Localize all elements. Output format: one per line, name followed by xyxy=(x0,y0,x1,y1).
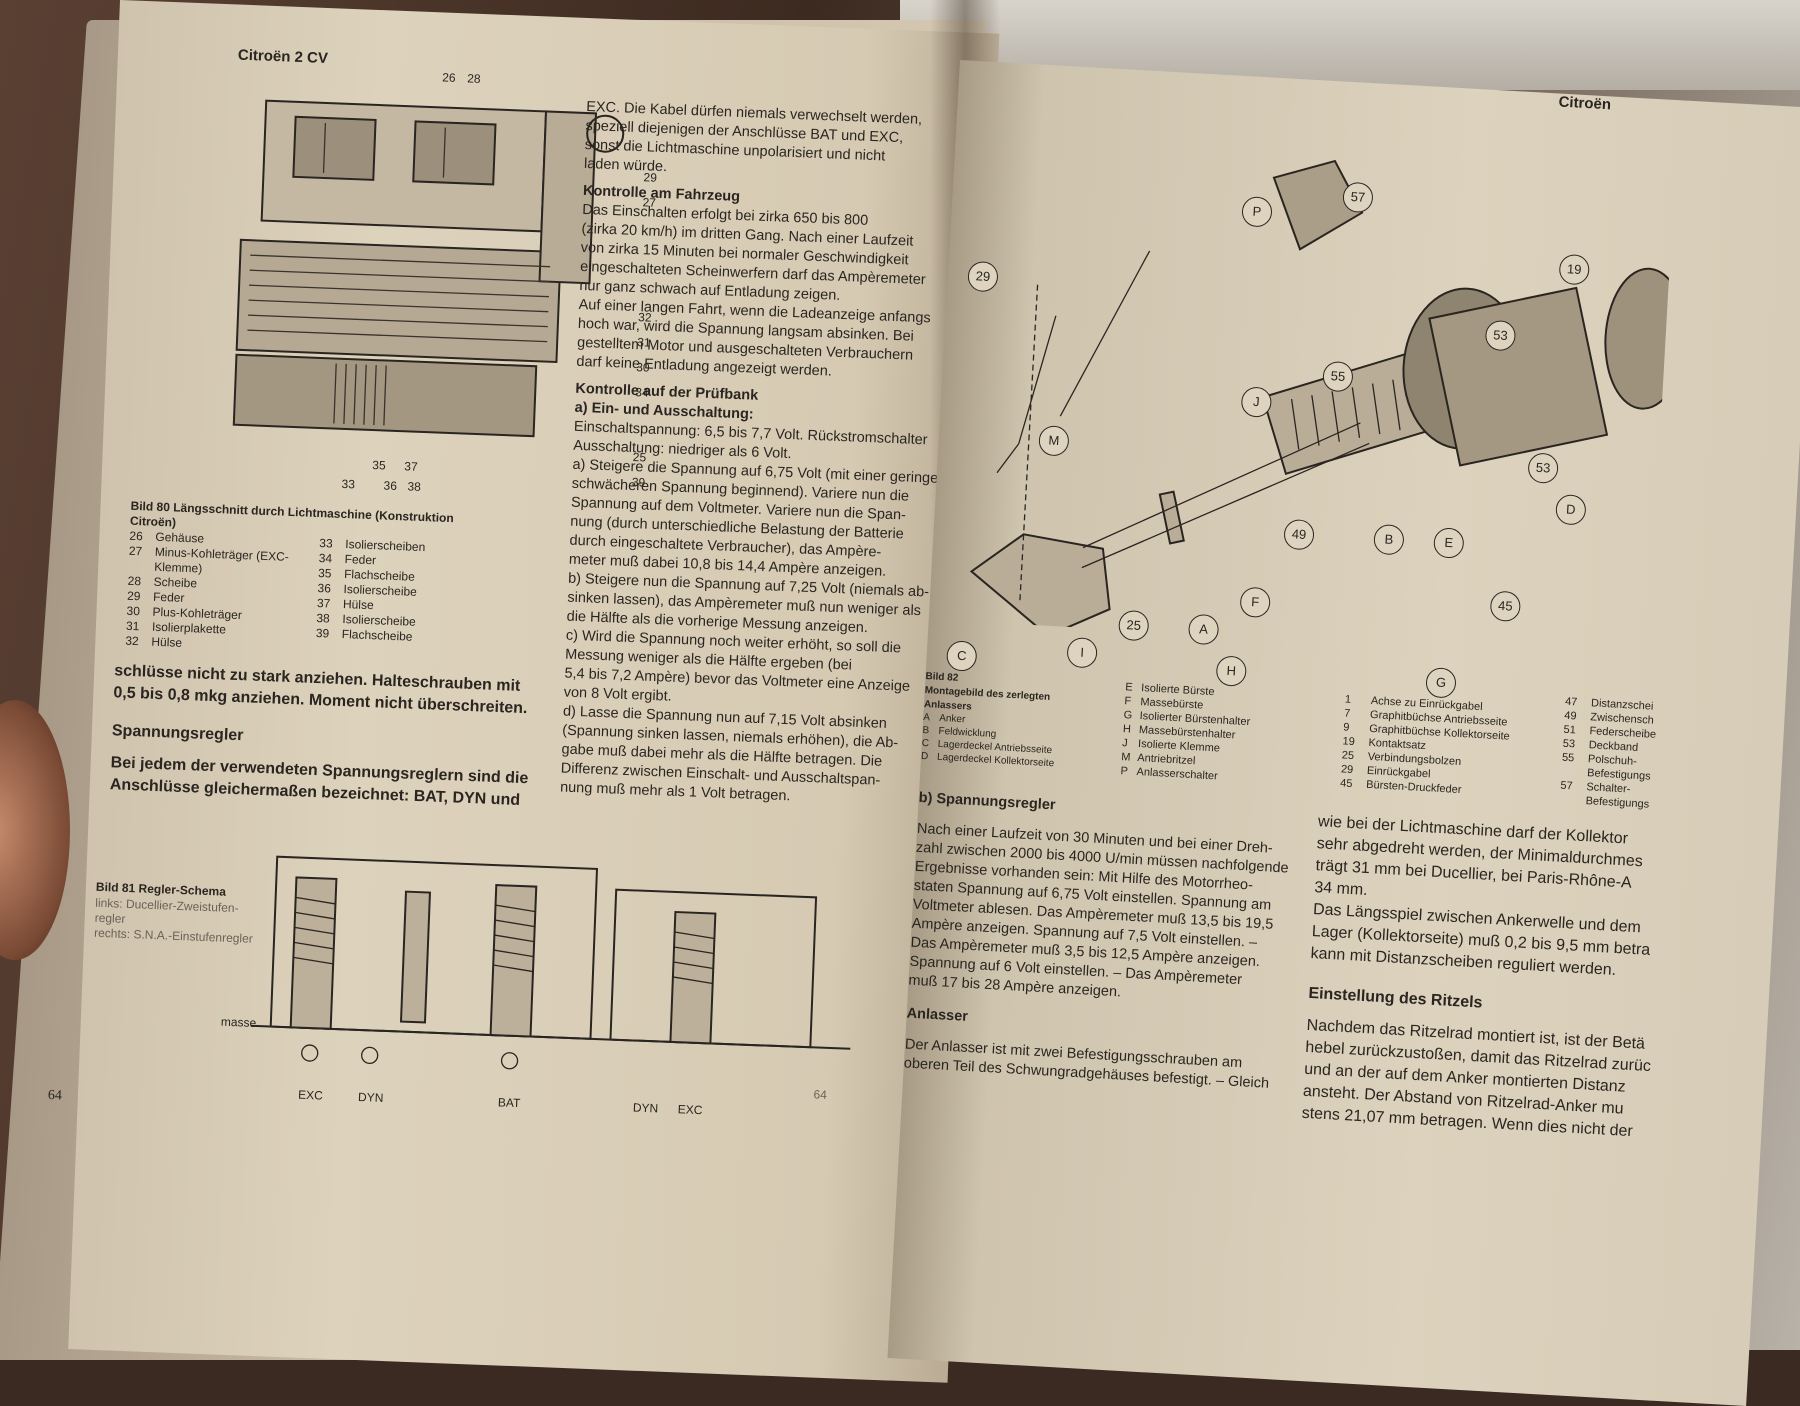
fig80-label-38: 38 xyxy=(407,479,422,494)
fig80-label-33: 33 xyxy=(341,476,356,492)
callout-a: A xyxy=(1187,613,1220,646)
fig80-label-35: 35 xyxy=(372,458,386,473)
fig81-small-number: 64 xyxy=(813,1087,828,1102)
fig81-caption-line: rechts: S.N.A.-Einstufenregler xyxy=(93,925,254,946)
running-header: Citroën xyxy=(1558,93,1612,114)
fig80-caption-title: Bild 80 Längsschnitt durch Lichtmaschine… xyxy=(130,498,454,526)
fig81-caption-line: regler xyxy=(94,910,126,926)
fig80-caption-title-cont: Citroën) xyxy=(129,513,177,530)
left-col2-intro: EXC. Die Kabel dürfen niemals verwechsel… xyxy=(560,98,974,812)
generator-cross-section-drawing xyxy=(232,99,625,438)
callout-i: I xyxy=(1066,636,1098,669)
fig80-label-26: 26 xyxy=(441,70,456,85)
fig81-label-dyn-right: DYN xyxy=(632,1100,659,1116)
starter-exploded-drawing xyxy=(969,159,1677,637)
right-col1-text: b) Spannungsregler Nach einer Laufzeit v… xyxy=(903,789,1292,1094)
callout-c: C xyxy=(945,640,978,672)
regulator-schematic-drawing xyxy=(250,855,851,1070)
callout-h: H xyxy=(1215,655,1248,687)
fig81-label-exc: EXC xyxy=(297,1087,324,1103)
section-title-spannungsregler: Spannungsregler xyxy=(111,722,244,745)
left-col1-text: schlüsse nicht zu stark anziehen. Haltes… xyxy=(109,660,532,812)
fig80-label-37: 37 xyxy=(404,459,418,474)
left-page: Citroën 2 CV 26 28 29 27 32 31 30 34 25 … xyxy=(48,0,1000,1383)
callout-25: 25 xyxy=(1117,609,1150,642)
callout-g: G xyxy=(1425,667,1457,699)
right-col2-text: wie bei der Lichtmaschine darf der Kolle… xyxy=(1301,811,1664,1144)
fig81-label-masse: masse xyxy=(220,1014,257,1030)
fig81-label-dyn: DYN xyxy=(357,1089,384,1105)
fig80-label-36: 36 xyxy=(383,478,398,493)
fig80-label-28: 28 xyxy=(466,71,481,86)
fig81-label-bat: BAT xyxy=(497,1095,521,1111)
fig81-label-exc-right: EXC xyxy=(677,1102,703,1118)
page-number: 64 xyxy=(47,1088,63,1104)
right-page: Citroën 57 P 19 29 53 55 J 53 M D 49 B E… xyxy=(887,60,1800,1406)
